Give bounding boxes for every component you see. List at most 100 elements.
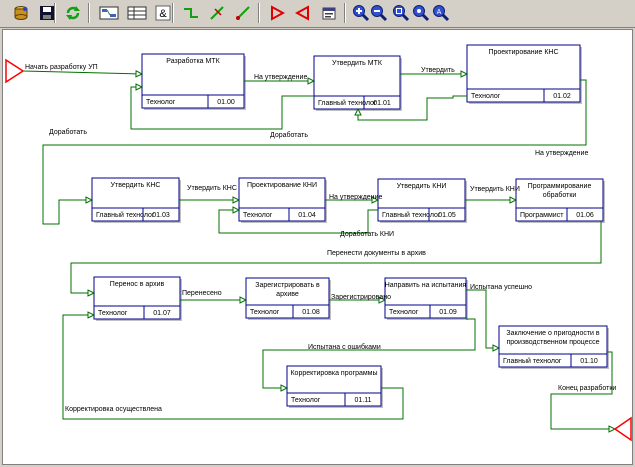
node-role: Технолог [98, 310, 128, 317]
node-line-button[interactable] [232, 2, 254, 24]
diagonal-connector-button[interactable] [206, 2, 228, 24]
arrowhead [85, 196, 94, 204]
node-title: Программирование [528, 183, 592, 190]
zoom-fit-icon [392, 4, 410, 22]
node-code: 01.10 [580, 358, 598, 365]
edge-label: Конец разработки [558, 384, 616, 392]
start-terminator[interactable] [5, 58, 25, 84]
node-title: Утвердить МТК [332, 60, 383, 67]
arrowhead [608, 425, 617, 433]
edge-label: Корректировка осуществлена [65, 406, 162, 413]
edge-label: На утверждение [535, 150, 588, 157]
edge-label: Испытана успешно [470, 284, 532, 291]
workflow-edge[interactable]: На утверждение [244, 74, 316, 85]
arrowhead [239, 296, 248, 304]
workflow-edge[interactable]: Перенесено [180, 290, 248, 304]
node-role: Технолог [243, 212, 273, 219]
zoom-page-icon: A [432, 4, 450, 22]
edge-label: Утвердить КНИ [470, 186, 520, 193]
workflow-view-button[interactable] [98, 2, 120, 24]
workflow-edge[interactable]: Зарегистрировано [329, 294, 391, 304]
properties-button[interactable] [318, 2, 340, 24]
node-code: 01.09 [439, 309, 457, 316]
save-icon [39, 5, 55, 21]
arrowhead [378, 296, 387, 304]
toolbar-separator [258, 3, 260, 23]
toolbar-separator [344, 3, 346, 23]
zoom-in-button[interactable] [350, 2, 372, 24]
zoom-out-icon [370, 4, 388, 22]
save-button[interactable] [36, 2, 58, 24]
edge-label: Доработать КНИ [340, 230, 394, 238]
arrowhead [135, 70, 144, 78]
zoom-out-button[interactable] [368, 2, 390, 24]
workflow-edge[interactable]: Испытана с ошибками [262, 318, 476, 392]
end-terminator[interactable] [613, 416, 632, 442]
zoom-selection-icon [412, 4, 430, 22]
node-code: 01.11 [355, 397, 372, 404]
table-view-button[interactable] [126, 2, 148, 24]
node-line-icon [235, 5, 251, 21]
workflow-edge[interactable]: Доработать КНИ [218, 206, 394, 238]
edge-label: На утверждение [254, 74, 307, 81]
node-code: 01.02 [553, 93, 571, 100]
database-button[interactable] [10, 2, 32, 24]
zoom-fit-button[interactable] [390, 2, 412, 24]
node-title: Перенос в архив [110, 281, 165, 288]
node-code: 01.01 [373, 100, 391, 107]
edge-label: На утверждение [329, 194, 382, 201]
toolbar: &A [0, 0, 635, 28]
refresh-button[interactable] [62, 2, 84, 24]
workflow-edge[interactable]: Корректировка осуществлена [62, 311, 404, 420]
zoom-selection-button[interactable] [410, 2, 432, 24]
node-role: Главный технолог [96, 211, 155, 219]
edge-label: Перенести документы в архив [327, 250, 426, 257]
workflow-edge[interactable]: Перенести документы в архив [70, 221, 602, 297]
workflow-edge[interactable]: На утверждение [325, 194, 382, 204]
workflow-edge[interactable]: Утвердить КНС [179, 185, 241, 204]
toolbar-separator [88, 3, 90, 23]
end-triangle-button[interactable] [292, 2, 314, 24]
node-role: Главный технолог [503, 357, 562, 365]
edge-label: Утвердить [421, 67, 455, 74]
connector-icon [183, 5, 199, 21]
connector-button[interactable] [180, 2, 202, 24]
workflow-edge[interactable]: Испытана успешно [466, 284, 532, 352]
node-role: Технолог [291, 397, 321, 404]
workflow-node[interactable]: Заключение о пригодности впроизводственн… [498, 325, 609, 369]
node-role: Технолог [389, 309, 419, 316]
ampersand-icon: & [155, 5, 171, 21]
toolbar-separator [172, 3, 174, 23]
table-view-icon [127, 5, 147, 21]
node-code: 01.06 [576, 212, 594, 219]
start-triangle-button[interactable] [266, 2, 288, 24]
workflow-edge[interactable]: Утвердить [400, 67, 469, 78]
ampersand-button[interactable]: & [152, 2, 174, 24]
zoom-page-button[interactable]: A [430, 2, 452, 24]
workflow-edge[interactable]: Утвердить КНИ [465, 186, 520, 204]
node-title: Зарегистрировать в [255, 282, 320, 289]
node-title: обработки [543, 191, 577, 199]
workflow-edge[interactable]: Начать разработку УП [22, 63, 144, 78]
workflow-edge[interactable]: Конец разработки [550, 351, 617, 433]
diagonal-connector-icon [209, 5, 225, 21]
workflow-edge[interactable]: На утверждение [42, 79, 588, 225]
node-code: 01.04 [298, 212, 316, 219]
zoom-in-icon [352, 4, 370, 22]
workflow-edge[interactable]: Доработать [49, 95, 467, 136]
workflow-edge[interactable]: Доработать [130, 83, 314, 139]
arrowhead [232, 206, 241, 214]
